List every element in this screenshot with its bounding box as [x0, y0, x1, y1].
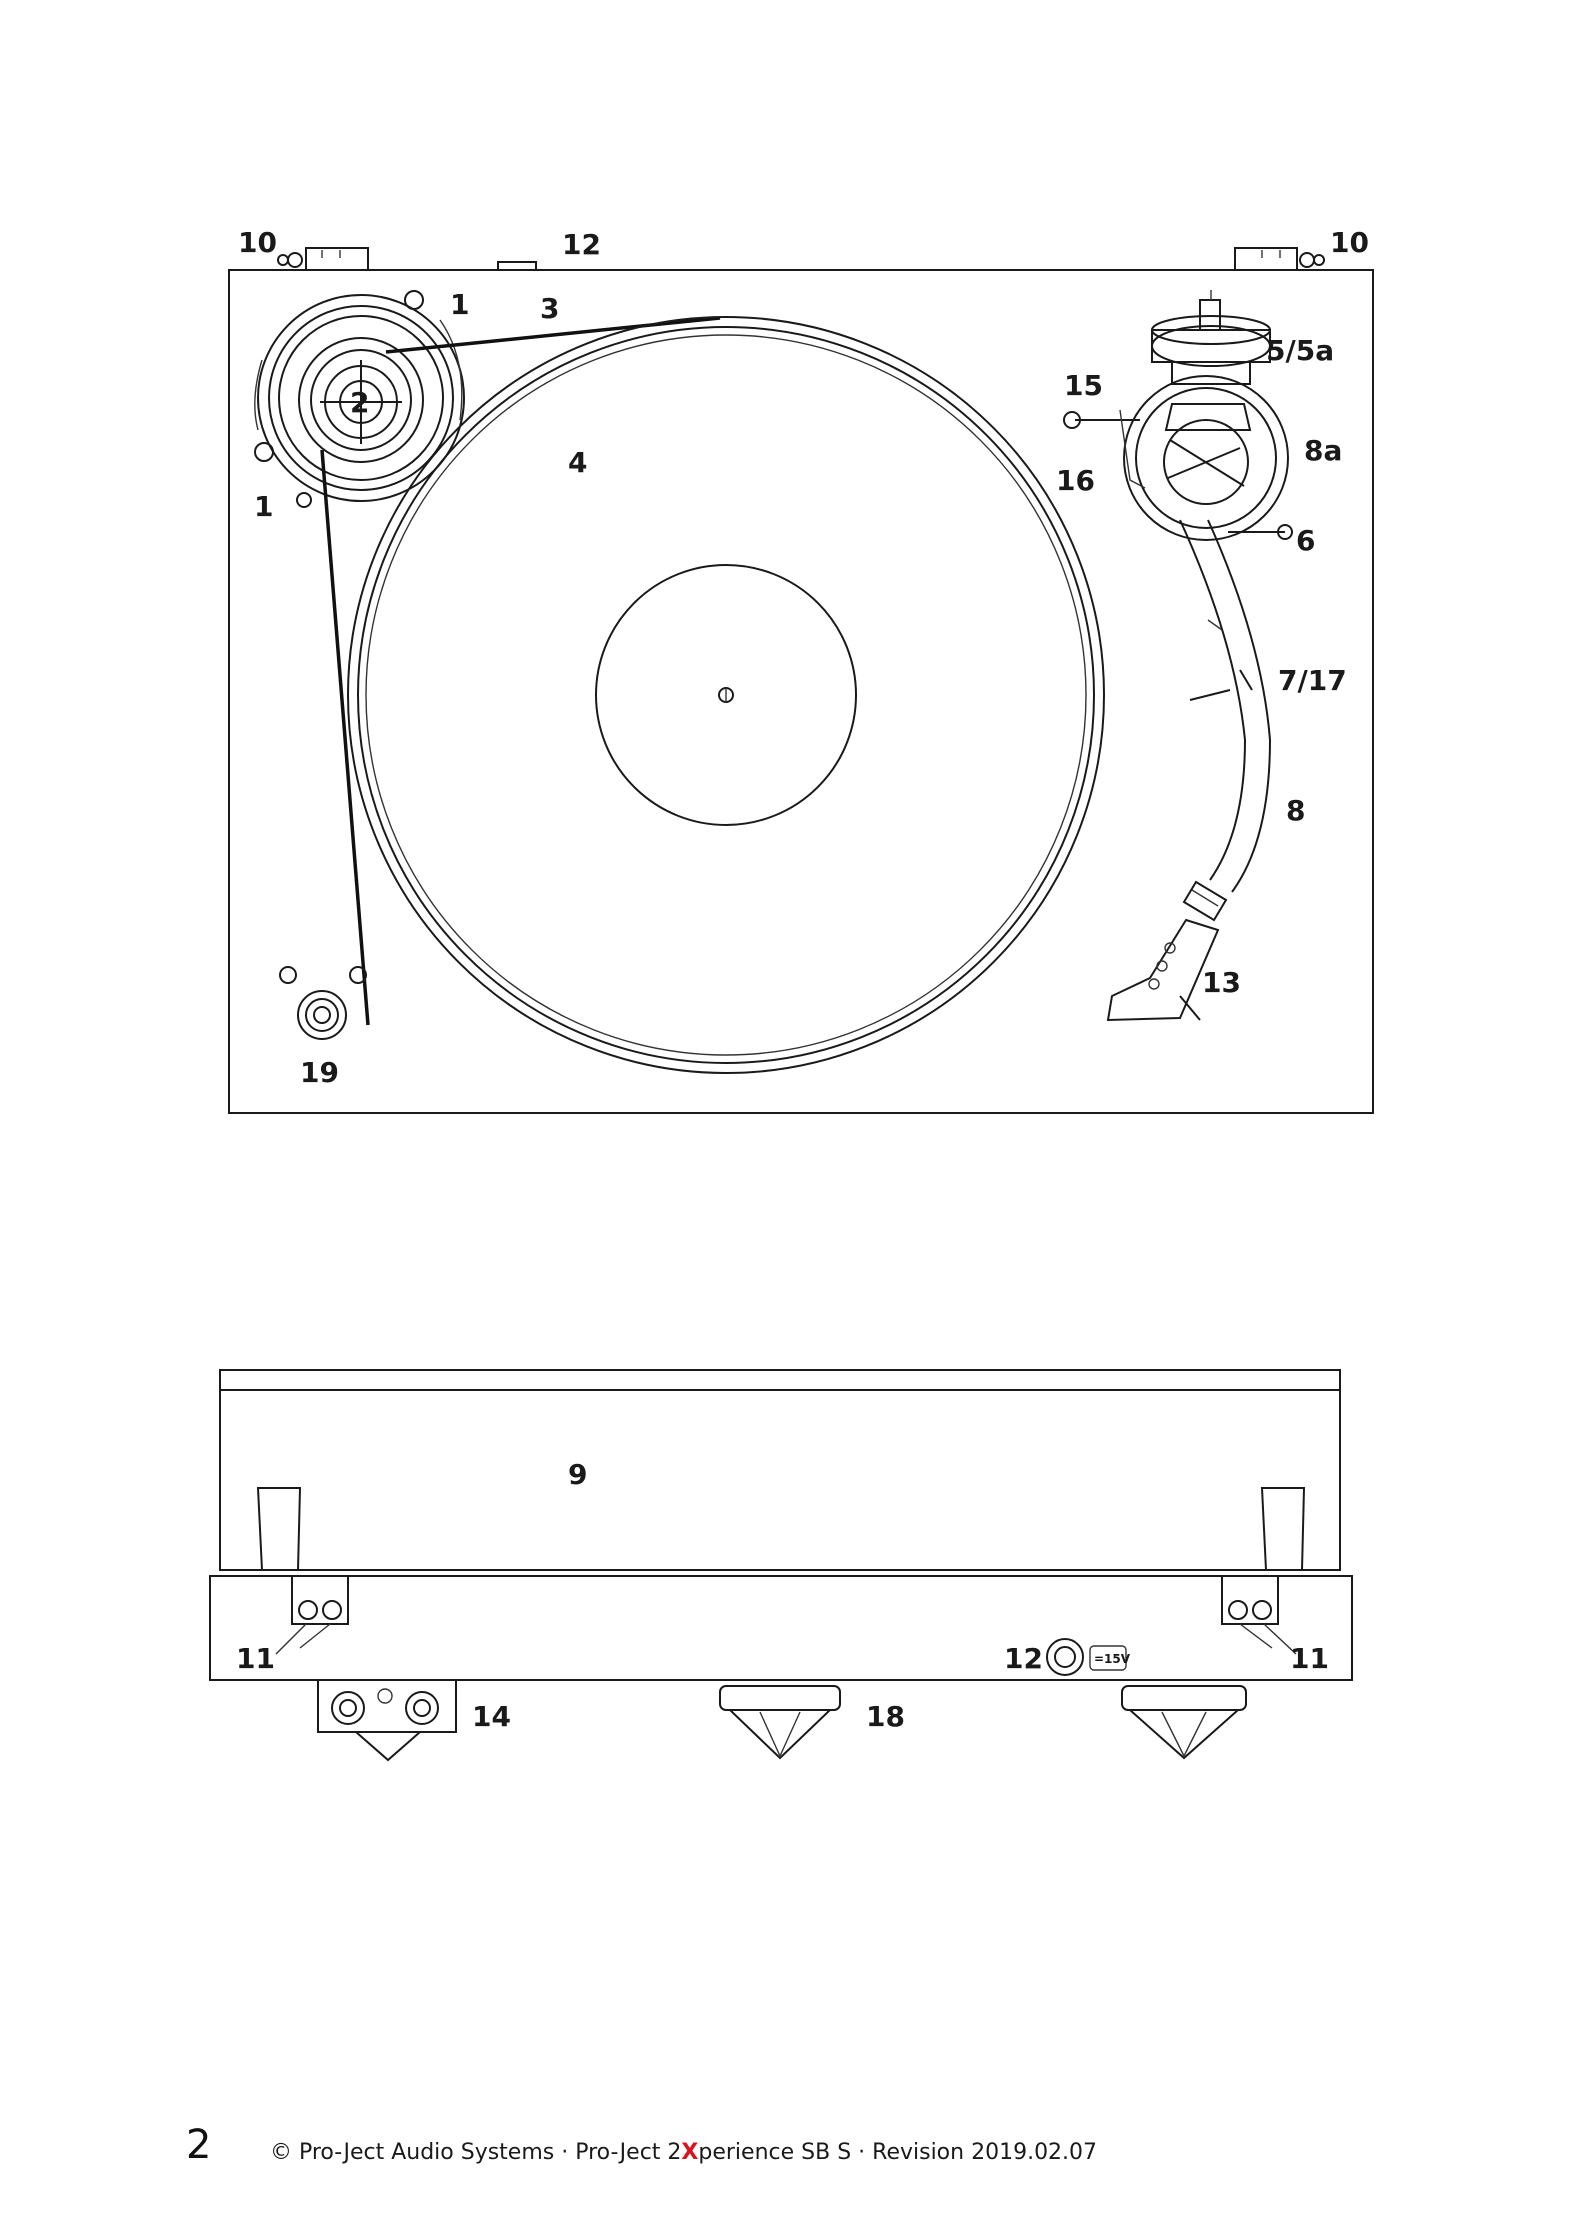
footer-text-before: © Pro-Ject Audio Systems · Pro-Ject 2	[270, 2140, 681, 2165]
label-cue-lever: 6	[1296, 524, 1315, 557]
power-badge-text: =15V	[1094, 1652, 1131, 1666]
page-number: 2	[186, 2122, 211, 2168]
label-platter: 4	[568, 446, 587, 479]
label-power-jack: 12	[1004, 1642, 1043, 1675]
label-feet: 18	[866, 1700, 905, 1733]
plinth-rear-outline	[210, 1576, 1352, 1680]
foot-right	[1122, 1686, 1246, 1758]
label-hinge-right: 10	[1330, 226, 1369, 259]
footer-text: © Pro-Ject Audio Systems · Pro-Ject 2Xpe…	[270, 2140, 1097, 2165]
label-tonearm: 8	[1286, 794, 1305, 827]
label-motor-screw-top: 1	[450, 288, 469, 321]
hinge-right	[1235, 248, 1324, 270]
label-hinge-screws-left: 11	[236, 1642, 275, 1675]
hinge-screws-right	[1222, 1576, 1278, 1624]
callout-labels: 10 12 10 1 3 2 1 4 5/5a 15 8a 16 6 7/17 …	[236, 226, 1369, 1733]
rear-view	[210, 1370, 1352, 1760]
label-counterweight: 5/5a	[1266, 334, 1334, 367]
control-buttons	[280, 967, 366, 1039]
label-headshell: 13	[1202, 966, 1241, 999]
label-arm-lift: 7/17	[1278, 664, 1347, 697]
hinge-screws-left	[292, 1576, 348, 1624]
label-tonearm-base: 8a	[1304, 434, 1342, 467]
label-motor-screw-left: 1	[254, 490, 273, 523]
label-antiskating-thread: 16	[1056, 464, 1095, 497]
footer-text-after: perience SB S · Revision 2019.02.07	[698, 2140, 1097, 2165]
dust-cover-outline	[220, 1370, 1340, 1570]
label-power-socket-top: 12	[562, 228, 601, 261]
platter	[348, 317, 1104, 1073]
drive-belt	[322, 318, 720, 1025]
hinge-left	[278, 248, 368, 270]
power-socket-stub	[498, 262, 536, 270]
footer-brand-x: X	[681, 2140, 698, 2165]
foot-center	[720, 1686, 840, 1758]
label-pulley: 2	[350, 386, 369, 419]
label-rca-outputs: 14	[472, 1700, 511, 1733]
label-hinge-left: 10	[238, 226, 277, 259]
label-antiskating: 15	[1064, 369, 1103, 402]
label-hinge-screws-right: 11	[1290, 1642, 1329, 1675]
rca-outputs	[318, 1680, 456, 1760]
label-belt: 3	[540, 292, 559, 325]
label-dust-cover: 9	[568, 1458, 587, 1491]
label-control-buttons: 19	[300, 1056, 339, 1089]
